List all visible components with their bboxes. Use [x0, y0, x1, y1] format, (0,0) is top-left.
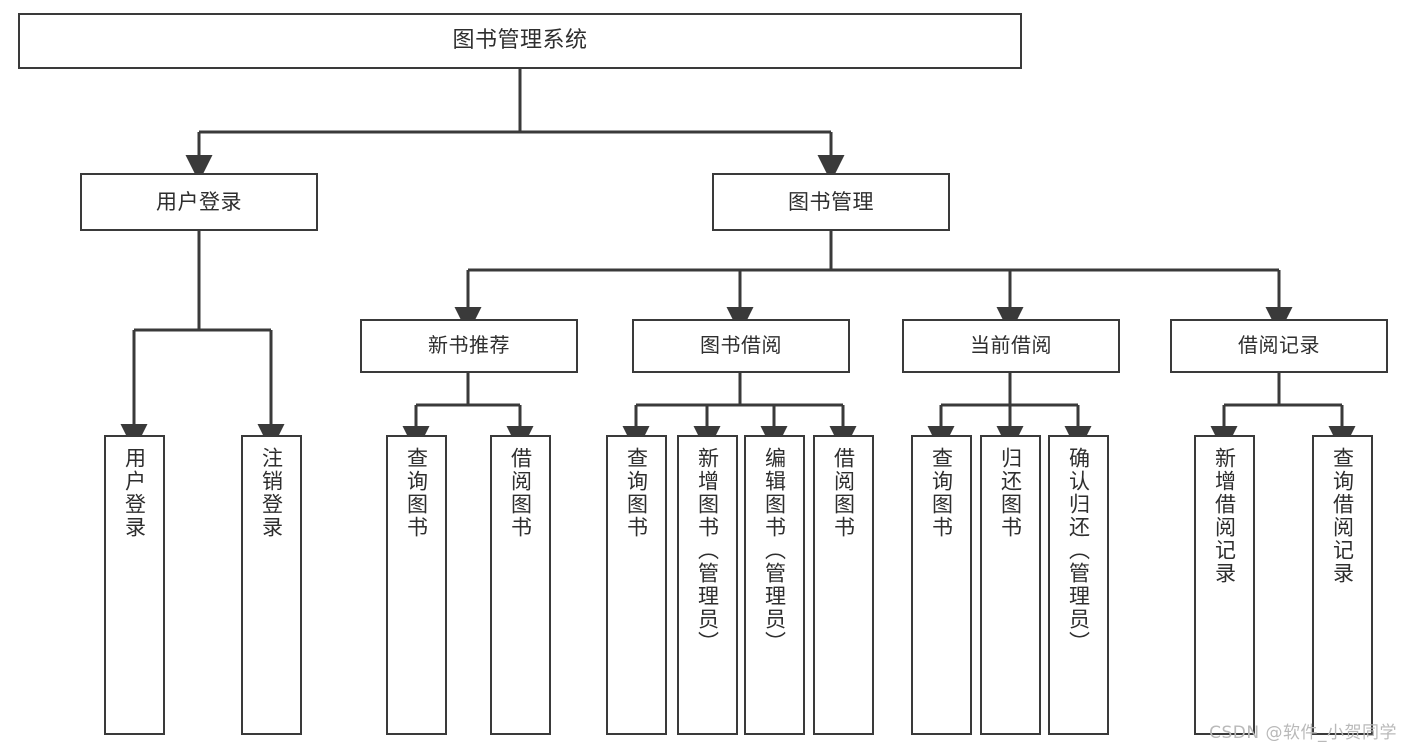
leaf-book-borrow-borrow-book[interactable]: 借阅图书	[813, 435, 874, 735]
node-label: 查询图书	[404, 447, 429, 539]
node-current-borrow[interactable]: 当前借阅	[902, 319, 1120, 373]
node-label: 新书推荐	[428, 333, 510, 358]
node-label: 图书借阅	[700, 333, 782, 358]
node-label: 借阅记录	[1238, 333, 1320, 358]
leaf-book-borrow-edit-book-admin[interactable]: 编辑图书（管理员）	[744, 435, 805, 735]
node-root-book-management-system[interactable]: 图书管理系统	[18, 13, 1022, 69]
node-label: 编辑图书（管理员）	[762, 447, 787, 654]
node-new-book-recommend[interactable]: 新书推荐	[360, 319, 578, 373]
node-label: 图书管理	[788, 189, 874, 214]
leaf-book-borrow-query-book[interactable]: 查询图书	[606, 435, 667, 735]
leaf-new-book-borrow-book[interactable]: 借阅图书	[490, 435, 551, 735]
leaf-new-book-query-book[interactable]: 查询图书	[386, 435, 447, 735]
node-borrow-record[interactable]: 借阅记录	[1170, 319, 1388, 373]
node-book-borrow[interactable]: 图书借阅	[632, 319, 850, 373]
node-label: 查询图书	[929, 447, 954, 539]
leaf-borrow-record-query-record[interactable]: 查询借阅记录	[1312, 435, 1373, 735]
node-label: 注销登录	[259, 447, 284, 539]
node-label: 确认归还（管理员）	[1066, 447, 1091, 654]
node-label: 查询借阅记录	[1330, 447, 1355, 585]
leaf-current-borrow-return-book[interactable]: 归还图书	[980, 435, 1041, 735]
node-label: 新增借阅记录	[1212, 447, 1237, 585]
node-label: 查询图书	[624, 447, 649, 539]
leaf-current-borrow-confirm-return-admin[interactable]: 确认归还（管理员）	[1048, 435, 1109, 735]
node-label: 当前借阅	[970, 333, 1052, 358]
node-label: 借阅图书	[508, 447, 533, 539]
node-label: 用户登录	[122, 447, 147, 539]
node-label: 借阅图书	[831, 447, 856, 539]
node-label: 新增图书（管理员）	[695, 447, 720, 654]
leaf-user-login-logout[interactable]: 注销登录	[241, 435, 302, 735]
node-label: 图书管理系统	[452, 28, 588, 54]
leaf-user-login-login[interactable]: 用户登录	[104, 435, 165, 735]
watermark-text: CSDN @软件_小贺同学	[1209, 723, 1397, 743]
node-book-management[interactable]: 图书管理	[712, 173, 950, 231]
leaf-current-borrow-query-book[interactable]: 查询图书	[911, 435, 972, 735]
node-label: 归还图书	[998, 447, 1023, 539]
leaf-book-borrow-add-book-admin[interactable]: 新增图书（管理员）	[677, 435, 738, 735]
node-user-login[interactable]: 用户登录	[80, 173, 318, 231]
node-label: 用户登录	[156, 189, 242, 214]
leaf-borrow-record-add-record[interactable]: 新增借阅记录	[1194, 435, 1255, 735]
